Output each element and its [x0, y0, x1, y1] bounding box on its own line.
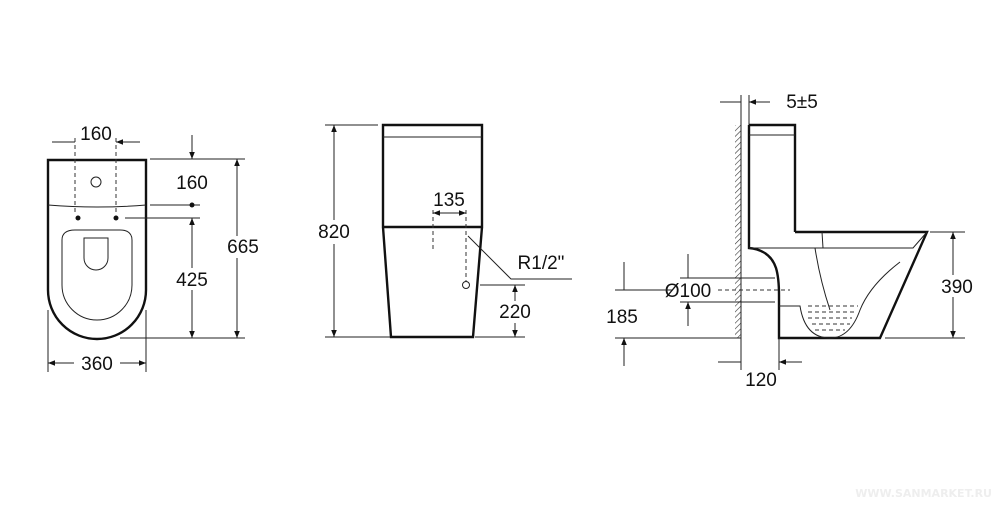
seat	[61, 229, 133, 321]
dim-seat-height: 390	[941, 277, 973, 298]
side-outline	[747, 123, 929, 340]
dim-total-length: 665	[227, 237, 259, 258]
inlet-thread-label: R1/2"	[518, 253, 565, 274]
side-view: 5±5 Ø100 185 120 390	[606, 92, 977, 391]
dim-hole-spacing: 160	[80, 124, 112, 145]
dim-tank-depth: 160	[176, 173, 208, 194]
dim-outlet-height: 185	[606, 307, 638, 328]
dim-outlet-from-wall: 120	[745, 370, 777, 391]
dim-fix-to-front: 425	[176, 270, 208, 291]
fixing-hole	[75, 215, 81, 221]
fixing-hole	[113, 215, 119, 221]
dim-width: 360	[81, 354, 113, 375]
watermark: WWW.SANMARKET.RU	[855, 487, 992, 500]
front-outline	[381, 123, 484, 339]
tank-edge	[47, 204, 147, 208]
dim-outlet-diameter: Ø100	[665, 281, 711, 302]
dim-inlet-height: 220	[499, 302, 531, 323]
dim-wall-gap: 5±5	[786, 92, 818, 113]
inlet-hole	[462, 281, 470, 289]
front-view: 820 135 R1/2" 220	[312, 123, 572, 339]
top-outline	[46, 158, 148, 341]
top-view: 160 160 425 665 360	[46, 124, 266, 375]
wall-hatching	[735, 125, 741, 338]
flush-button-icon	[90, 176, 102, 188]
dim-inlet-offset: 135	[433, 190, 465, 211]
lid-hinge	[83, 237, 109, 271]
dim-height: 820	[318, 222, 350, 243]
